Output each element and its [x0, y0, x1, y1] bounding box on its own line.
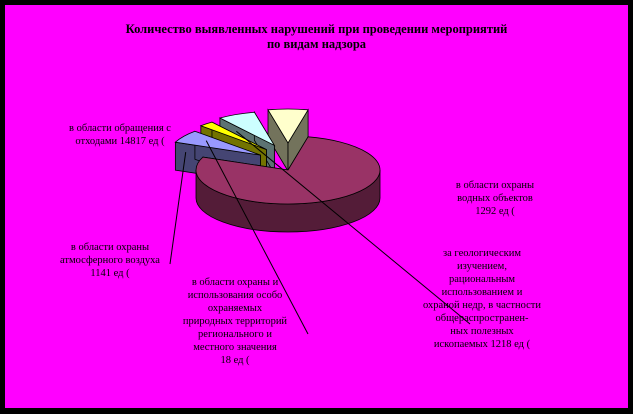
leader-line-slice-1 [169, 152, 187, 265]
leader-line-slice-3 [236, 130, 471, 325]
slice-label-waste: в области обращения с отходами 14817 ед … [69, 123, 171, 147]
slice-1-top [174, 130, 261, 156]
slice-label-protected-areas: в области охраны и использования особо о… [182, 277, 288, 366]
chart-title-line-2: по видам надзора [266, 37, 367, 51]
leader-line-slice-2 [205, 140, 309, 335]
slice-3-top [218, 111, 276, 147]
slice-0-top [195, 136, 381, 205]
slice-label-air: в области охраны атмосферного воздуха 11… [60, 242, 160, 279]
slice-4-top [267, 108, 309, 144]
chart-title-line-1: Количество выявленных нарушений при пров… [125, 22, 508, 36]
slice-label-water: в области охраны водных объектов 1292 ед… [455, 180, 535, 217]
slice-label-subsoil: за геологическим изучением, рациональным… [422, 248, 542, 350]
